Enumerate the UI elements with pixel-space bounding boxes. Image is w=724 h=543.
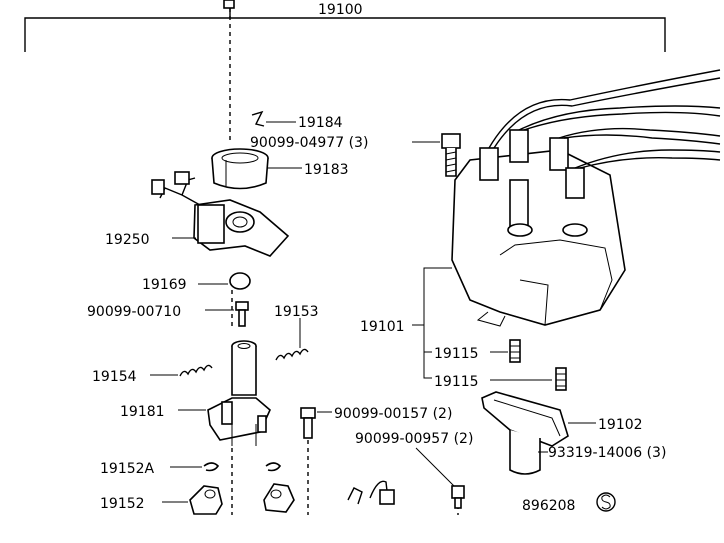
- label-19169: 19169: [142, 277, 187, 293]
- label-19154: 19154: [92, 369, 137, 385]
- label-90099-00157: 90099-00157 (2): [334, 406, 452, 422]
- label-90099-04977: 90099-04977 (3): [250, 135, 368, 151]
- right-housing-part: [263, 483, 295, 513]
- label-19101: 19101: [360, 319, 405, 335]
- screw-90099-00710: [235, 301, 249, 327]
- s-circle-icon: [596, 492, 616, 512]
- part-19181-shaft: [207, 340, 271, 446]
- part-19152A-clip: [203, 462, 220, 472]
- label-90099-00710: 90099-00710: [87, 304, 181, 320]
- part-19153-spring: [275, 348, 309, 361]
- label-19181: 19181: [120, 404, 165, 420]
- label-19102: 19102: [598, 417, 643, 433]
- part-19183-cover: [211, 148, 269, 190]
- part-19102-rotor: [481, 391, 569, 475]
- part-19152-housing: [189, 485, 223, 515]
- label-19183: 19183: [304, 162, 349, 178]
- part-19250-pickup: [151, 171, 290, 257]
- label-90099-00957: 90099-00957 (2): [355, 431, 473, 447]
- connector-bits: [347, 480, 395, 505]
- part-19115-lower: [555, 367, 567, 391]
- label-19184: 19184: [298, 115, 343, 131]
- screw-90099-00957: [451, 485, 465, 509]
- label-19152A: 19152A: [100, 461, 155, 477]
- label-19152: 19152: [100, 496, 145, 512]
- label-19250: 19250: [105, 232, 150, 248]
- top-cap-part: [223, 0, 235, 9]
- part-19169: [229, 272, 251, 290]
- screw-90099-00157: [300, 407, 316, 439]
- ignition-wires: [488, 69, 721, 169]
- label-93319-14006: 93319-14006 (3): [548, 445, 666, 461]
- label-19115-lower: 19115: [434, 374, 479, 390]
- second-clip-part: [265, 462, 282, 472]
- label-896208: 896208: [522, 498, 575, 514]
- label-19153: 19153: [274, 304, 319, 320]
- label-19100: 19100: [318, 2, 363, 18]
- part-19115-upper: [509, 339, 521, 363]
- label-19115-upper: 19115: [434, 346, 479, 362]
- part-19184-clip: [251, 110, 265, 127]
- bolt-90099-04977: [441, 133, 461, 177]
- part-19154-spring: [179, 364, 213, 377]
